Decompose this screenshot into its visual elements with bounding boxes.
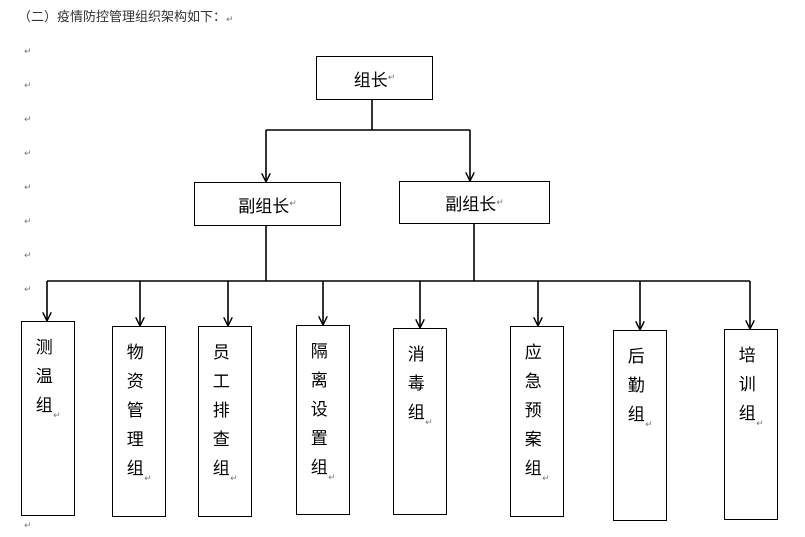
paragraph-mark-icon: ↵ [24,217,32,227]
paragraph-mark-icon: ↵ [144,474,152,484]
page-heading: （二）疫情防控管理组织架构如下：↵ [18,10,234,25]
group-box-isolation: 隔离设置组↵ [296,325,350,515]
group-label: 培训组 [738,346,756,424]
group-label: 隔离设置组 [310,342,328,478]
group-box-logistics: 后勤组↵ [613,330,667,521]
paragraph-mark-icon: ↵ [756,419,764,429]
paragraph-mark-icon: ↵ [24,149,32,159]
leader-box: 组长↵ [316,56,433,100]
paragraph-mark-icon: ↵ [24,115,32,125]
group-box-temperature: 测温组↵ [21,321,75,516]
deputy-leader-box-1: 副组长↵ [194,182,341,226]
group-label: 消毒组 [407,345,425,423]
group-box-supplies: 物资管理组↵ [112,326,166,517]
deputy-leader-box-2: 副组长↵ [399,181,550,224]
group-box-disinfection: 消毒组↵ [393,328,447,515]
group-box-staff-screening: 员工排查组↵ [198,326,252,517]
paragraph-mark-icon: ↵ [24,47,32,57]
paragraph-mark-icon: ↵ [24,285,32,295]
paragraph-mark-icon: ↵ [645,420,653,430]
deputy-leader-label: 副组长 [238,196,290,217]
paragraph-mark-icon: ↵ [289,199,297,209]
paragraph-mark-icon: ↵ [425,418,433,428]
paragraph-mark-icon: ↵ [542,474,550,484]
paragraph-mark-icon: ↵ [24,183,32,193]
group-box-emergency-plan: 应急预案组↵ [510,326,564,517]
paragraph-mark-icon: ↵ [24,251,32,261]
group-box-training: 培训组↵ [724,329,778,520]
paragraph-mark-icon: ↵ [387,73,396,83]
paragraph-mark-icon: ↵ [328,473,336,483]
group-label: 测温组 [35,338,53,416]
paragraph-mark-icon: ↵ [496,197,504,208]
paragraph-mark-icon: ↵ [53,411,61,421]
group-label: 后勤组 [627,347,645,425]
paragraph-mark-icon: ↵ [230,474,238,484]
paragraph-mark-icon: ↵ [226,15,234,25]
group-label: 员工排查组 [212,343,230,479]
group-label: 物资管理组 [126,343,144,479]
group-label: 应急预案组 [524,343,542,479]
deputy-leader-label: 副组长 [445,195,497,215]
paragraph-mark-icon: ↵ [24,521,32,531]
leader-label: 组长 [353,70,388,91]
paragraph-mark-icon: ↵ [24,81,32,91]
